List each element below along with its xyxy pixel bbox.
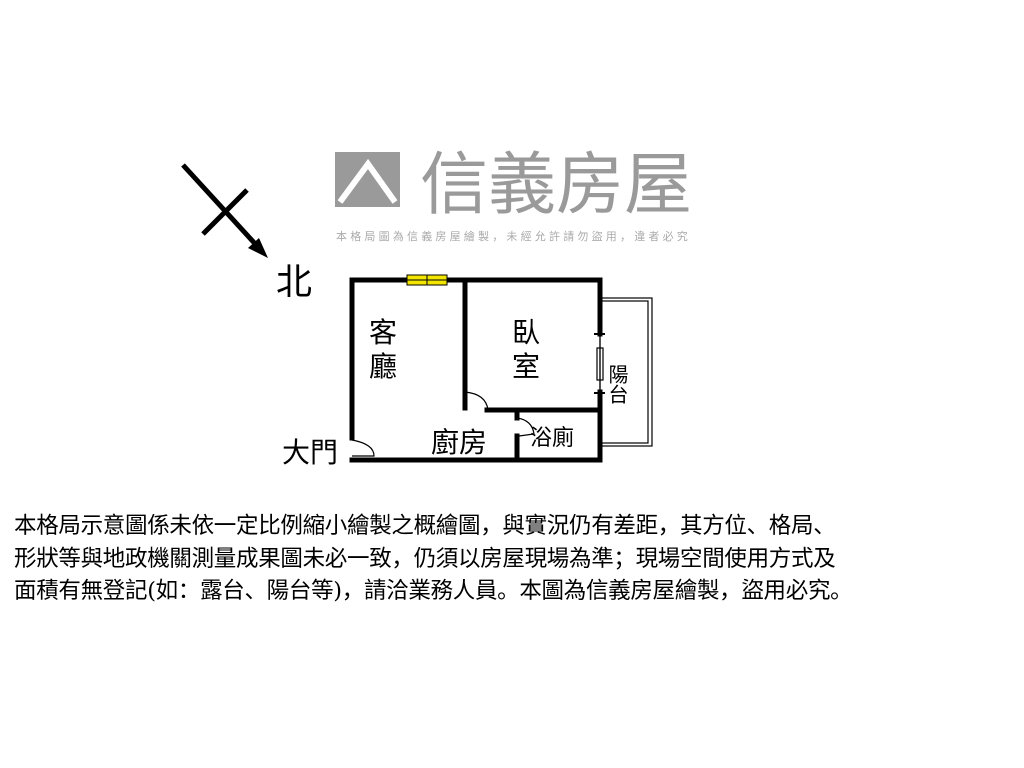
window-icon (406, 274, 448, 286)
disclaimer-line: 形狀等與地政機關測量成果圖未必一致，仍須以房屋現場為準；現場空間使用方式及 (14, 545, 836, 572)
disclaimer-line: 面積有無登記(如：露台、陽台等)，請洽業務人員。本圖為信義房屋繪製，盜用必究。 (14, 578, 853, 604)
room-label-living: 客 (369, 316, 397, 349)
room-label-bathroom: 浴廁 (530, 426, 574, 451)
room-label-bedroom-2: 室 (512, 350, 540, 383)
watermark-brand: 信義房屋 (420, 146, 692, 225)
door-swings (351, 391, 535, 457)
disclaimer-line: 本格局示意圖係未依一定比例縮小繪製之概繪圖，與實況仍有差距，其方位、格局、 (14, 513, 836, 539)
room-label-bedroom: 臥 (512, 316, 540, 349)
room-label-living-2: 廳 (369, 350, 397, 383)
room-label-kitchen: 廚房 (431, 426, 487, 459)
watermark-notice: 本格局圖為信義房屋繪製，未經允許請勿盜用，違者必究 (336, 229, 691, 243)
walls (349, 277, 603, 463)
north-arrow-icon (181, 163, 268, 258)
north-label: 北 (276, 262, 312, 303)
balcony-door (594, 333, 605, 394)
disclaimer: 本格局示意圖係未依一定比例縮小繪製之概繪圖，與實況仍有差距，其方位、格局、 形狀… (14, 510, 1019, 608)
room-label-balcony: 陽台 (605, 364, 629, 404)
watermark: 信義房屋 本格局圖為信義房屋繪製，未經允許請勿盜用，違者必究 (335, 146, 692, 243)
entrance-label: 大門 (282, 436, 338, 469)
balcony-outline (599, 297, 653, 447)
